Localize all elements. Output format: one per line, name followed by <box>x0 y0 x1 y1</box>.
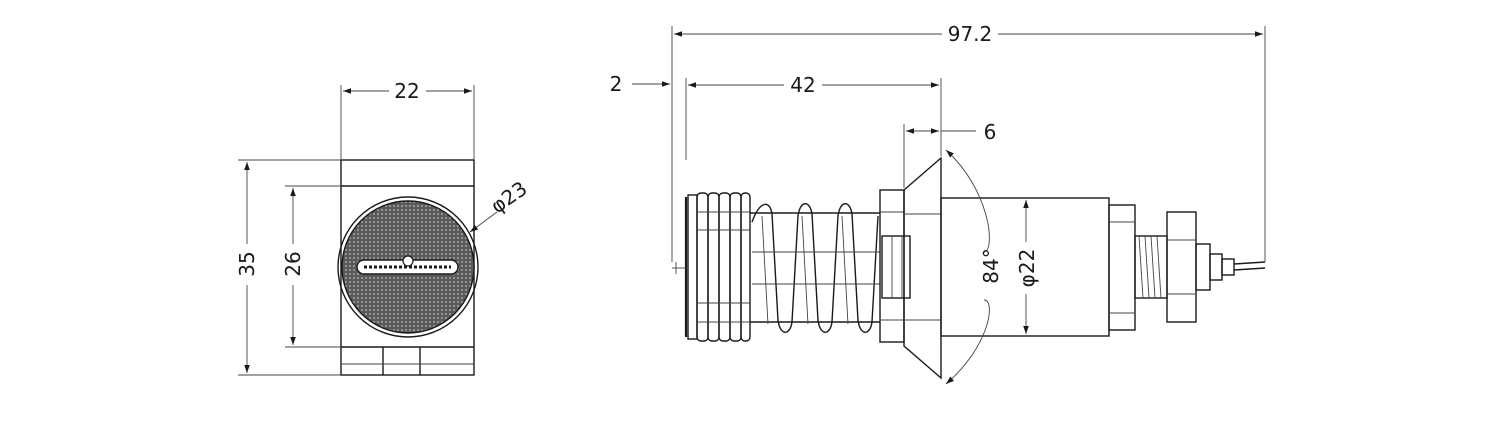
angle-dim: 84° <box>979 248 1003 283</box>
spring-length-dim: 42 <box>790 73 815 97</box>
side-view: 97.2 2 42 6 84° φ22 <box>610 22 1266 385</box>
back-nut <box>1166 211 1197 323</box>
probe-face <box>687 194 698 340</box>
front-height-dim: 35 <box>235 251 259 276</box>
spring <box>750 203 880 333</box>
flange <box>903 156 942 380</box>
cooling-fins <box>696 192 751 342</box>
front-diameter-dim: φ23 <box>486 176 531 218</box>
thread <box>1134 235 1168 299</box>
offset-dim: 2 <box>610 72 623 96</box>
front-view: 22 35 26 φ23 <box>235 79 532 376</box>
overall-length-dim: 97.2 <box>948 22 993 46</box>
flange-dim: 6 <box>984 120 997 144</box>
body-diameter-dim: φ22 <box>1015 249 1039 288</box>
collar <box>1108 204 1136 331</box>
cable <box>1233 261 1266 271</box>
connector <box>1195 243 1211 291</box>
front-inner-height-dim: 26 <box>281 251 305 276</box>
front-width-dim: 22 <box>394 79 419 103</box>
